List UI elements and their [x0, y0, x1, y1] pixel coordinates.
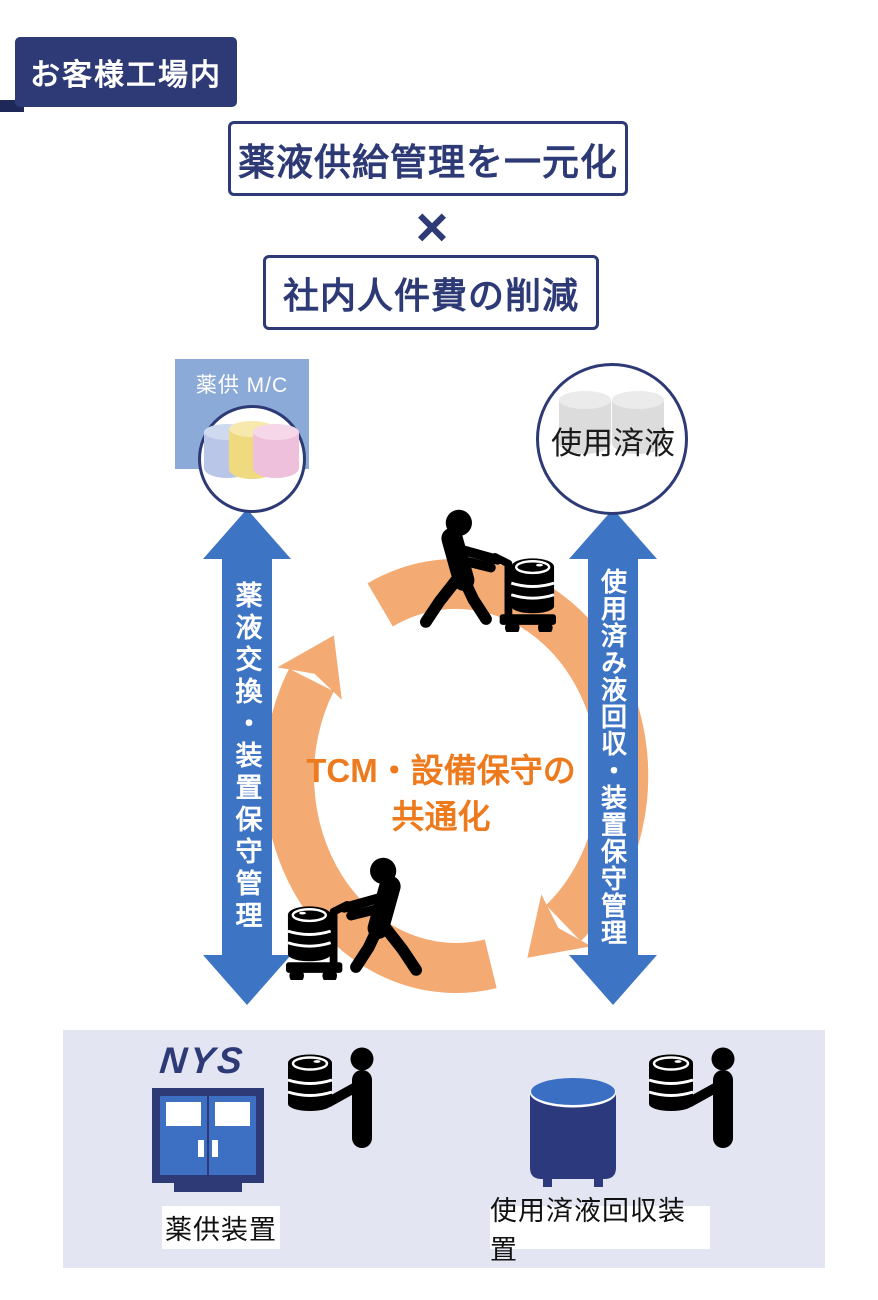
chemical-cylinder-pink-icon: [253, 424, 299, 478]
used-drum-icon: [612, 391, 664, 454]
arrow-down-head: [203, 955, 291, 1005]
arrow-up-head: [569, 509, 657, 559]
recovery-device-label: 使用済液回収装置: [490, 1196, 710, 1265]
headline-box-2: 社内人件費の削減: [263, 255, 599, 330]
worker-with-drum-icon: [287, 1046, 382, 1150]
supply-machine-label: 薬供 M/C: [195, 374, 289, 397]
used-drum-icon: [559, 391, 611, 454]
right-arrow-label: 使用済み液回収・装置保守管理: [597, 568, 628, 946]
arrow-shaft: [588, 557, 638, 957]
nys-logo: NYS: [157, 1040, 248, 1081]
used-liquid-label: 使用済液: [551, 425, 675, 461]
arrow-up-head: [203, 509, 291, 559]
used-liquid-recovery-arrow: 使用済み液回収・装置保守管理: [569, 509, 657, 1005]
arrow-down-head: [569, 955, 657, 1005]
multiply-symbol: ×: [415, 194, 449, 258]
worker-pushing-drum-cart-icon: [286, 856, 422, 980]
chemical-exchange-arrow: 薬液交換・装置保守管理: [203, 509, 291, 1005]
recovery-tank-icon: [530, 1078, 616, 1187]
worker-with-drum-icon: [648, 1046, 743, 1150]
left-arrow-label: 薬液交換・装置保守管理: [231, 581, 262, 933]
worker-pushing-drum-cart-icon: [420, 508, 556, 632]
headline-box-1: 薬液供給管理を一元化: [228, 121, 628, 196]
cycle-center-label: TCM・設備保守の 共通化: [291, 748, 591, 840]
arrow-shaft: [222, 557, 272, 957]
cycle-line-1: TCM・設備保守の: [306, 752, 576, 789]
cycle-line-2: 共通化: [391, 798, 491, 835]
supply-cabinet-icon: [152, 1088, 264, 1192]
supply-device-label: 薬供装置: [162, 1206, 280, 1249]
factory-badge: お客様工場内: [15, 37, 237, 107]
